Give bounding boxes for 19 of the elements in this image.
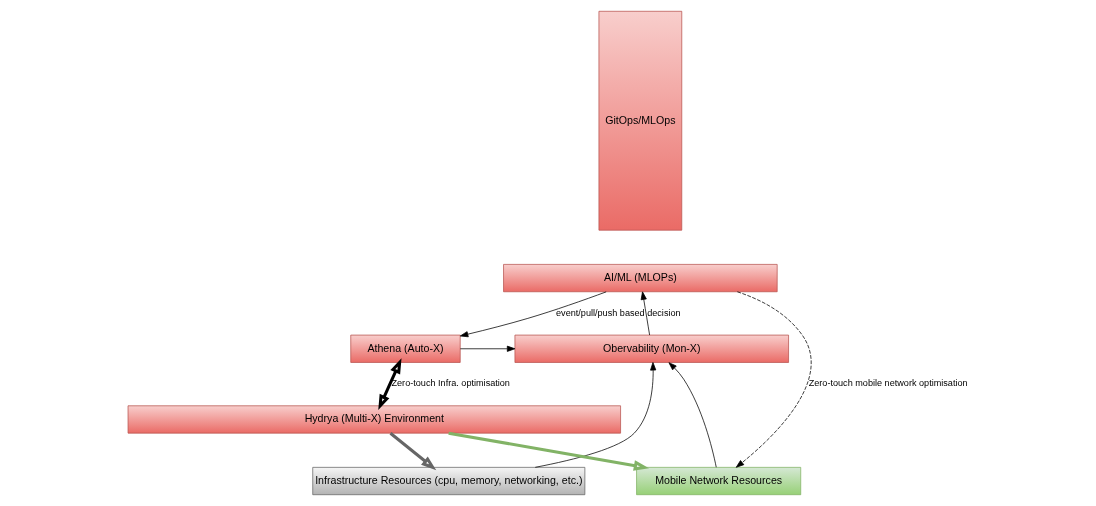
node-box: GitOps/MLOps xyxy=(598,10,683,231)
node-box: Mobile Network Resources xyxy=(636,466,802,496)
node-box: Obervability (Mon-X) xyxy=(514,334,789,363)
node-box: Infrastructure Resources (cpu, memory, networking, etc.) xyxy=(312,466,586,496)
arrow xyxy=(534,362,657,468)
arrow xyxy=(459,345,516,352)
node-box: Hydrya (Multi-X) Environment xyxy=(127,405,621,434)
node-box: AI/ML (MLOPs) xyxy=(503,264,778,293)
arrow xyxy=(378,358,402,410)
edge-label: Zero-touch Infra. optimisation xyxy=(391,378,510,389)
arrow xyxy=(448,431,650,471)
arrow xyxy=(735,291,812,468)
arrow xyxy=(640,291,650,336)
edge-label: Zero-touch mobile network optimisation xyxy=(808,378,968,389)
node-box: Athena (Auto-X) xyxy=(350,334,461,363)
edge-label: event/pull/push based decision xyxy=(556,307,681,318)
arrow xyxy=(459,291,607,338)
arrow xyxy=(668,362,717,468)
arrow xyxy=(389,432,437,471)
